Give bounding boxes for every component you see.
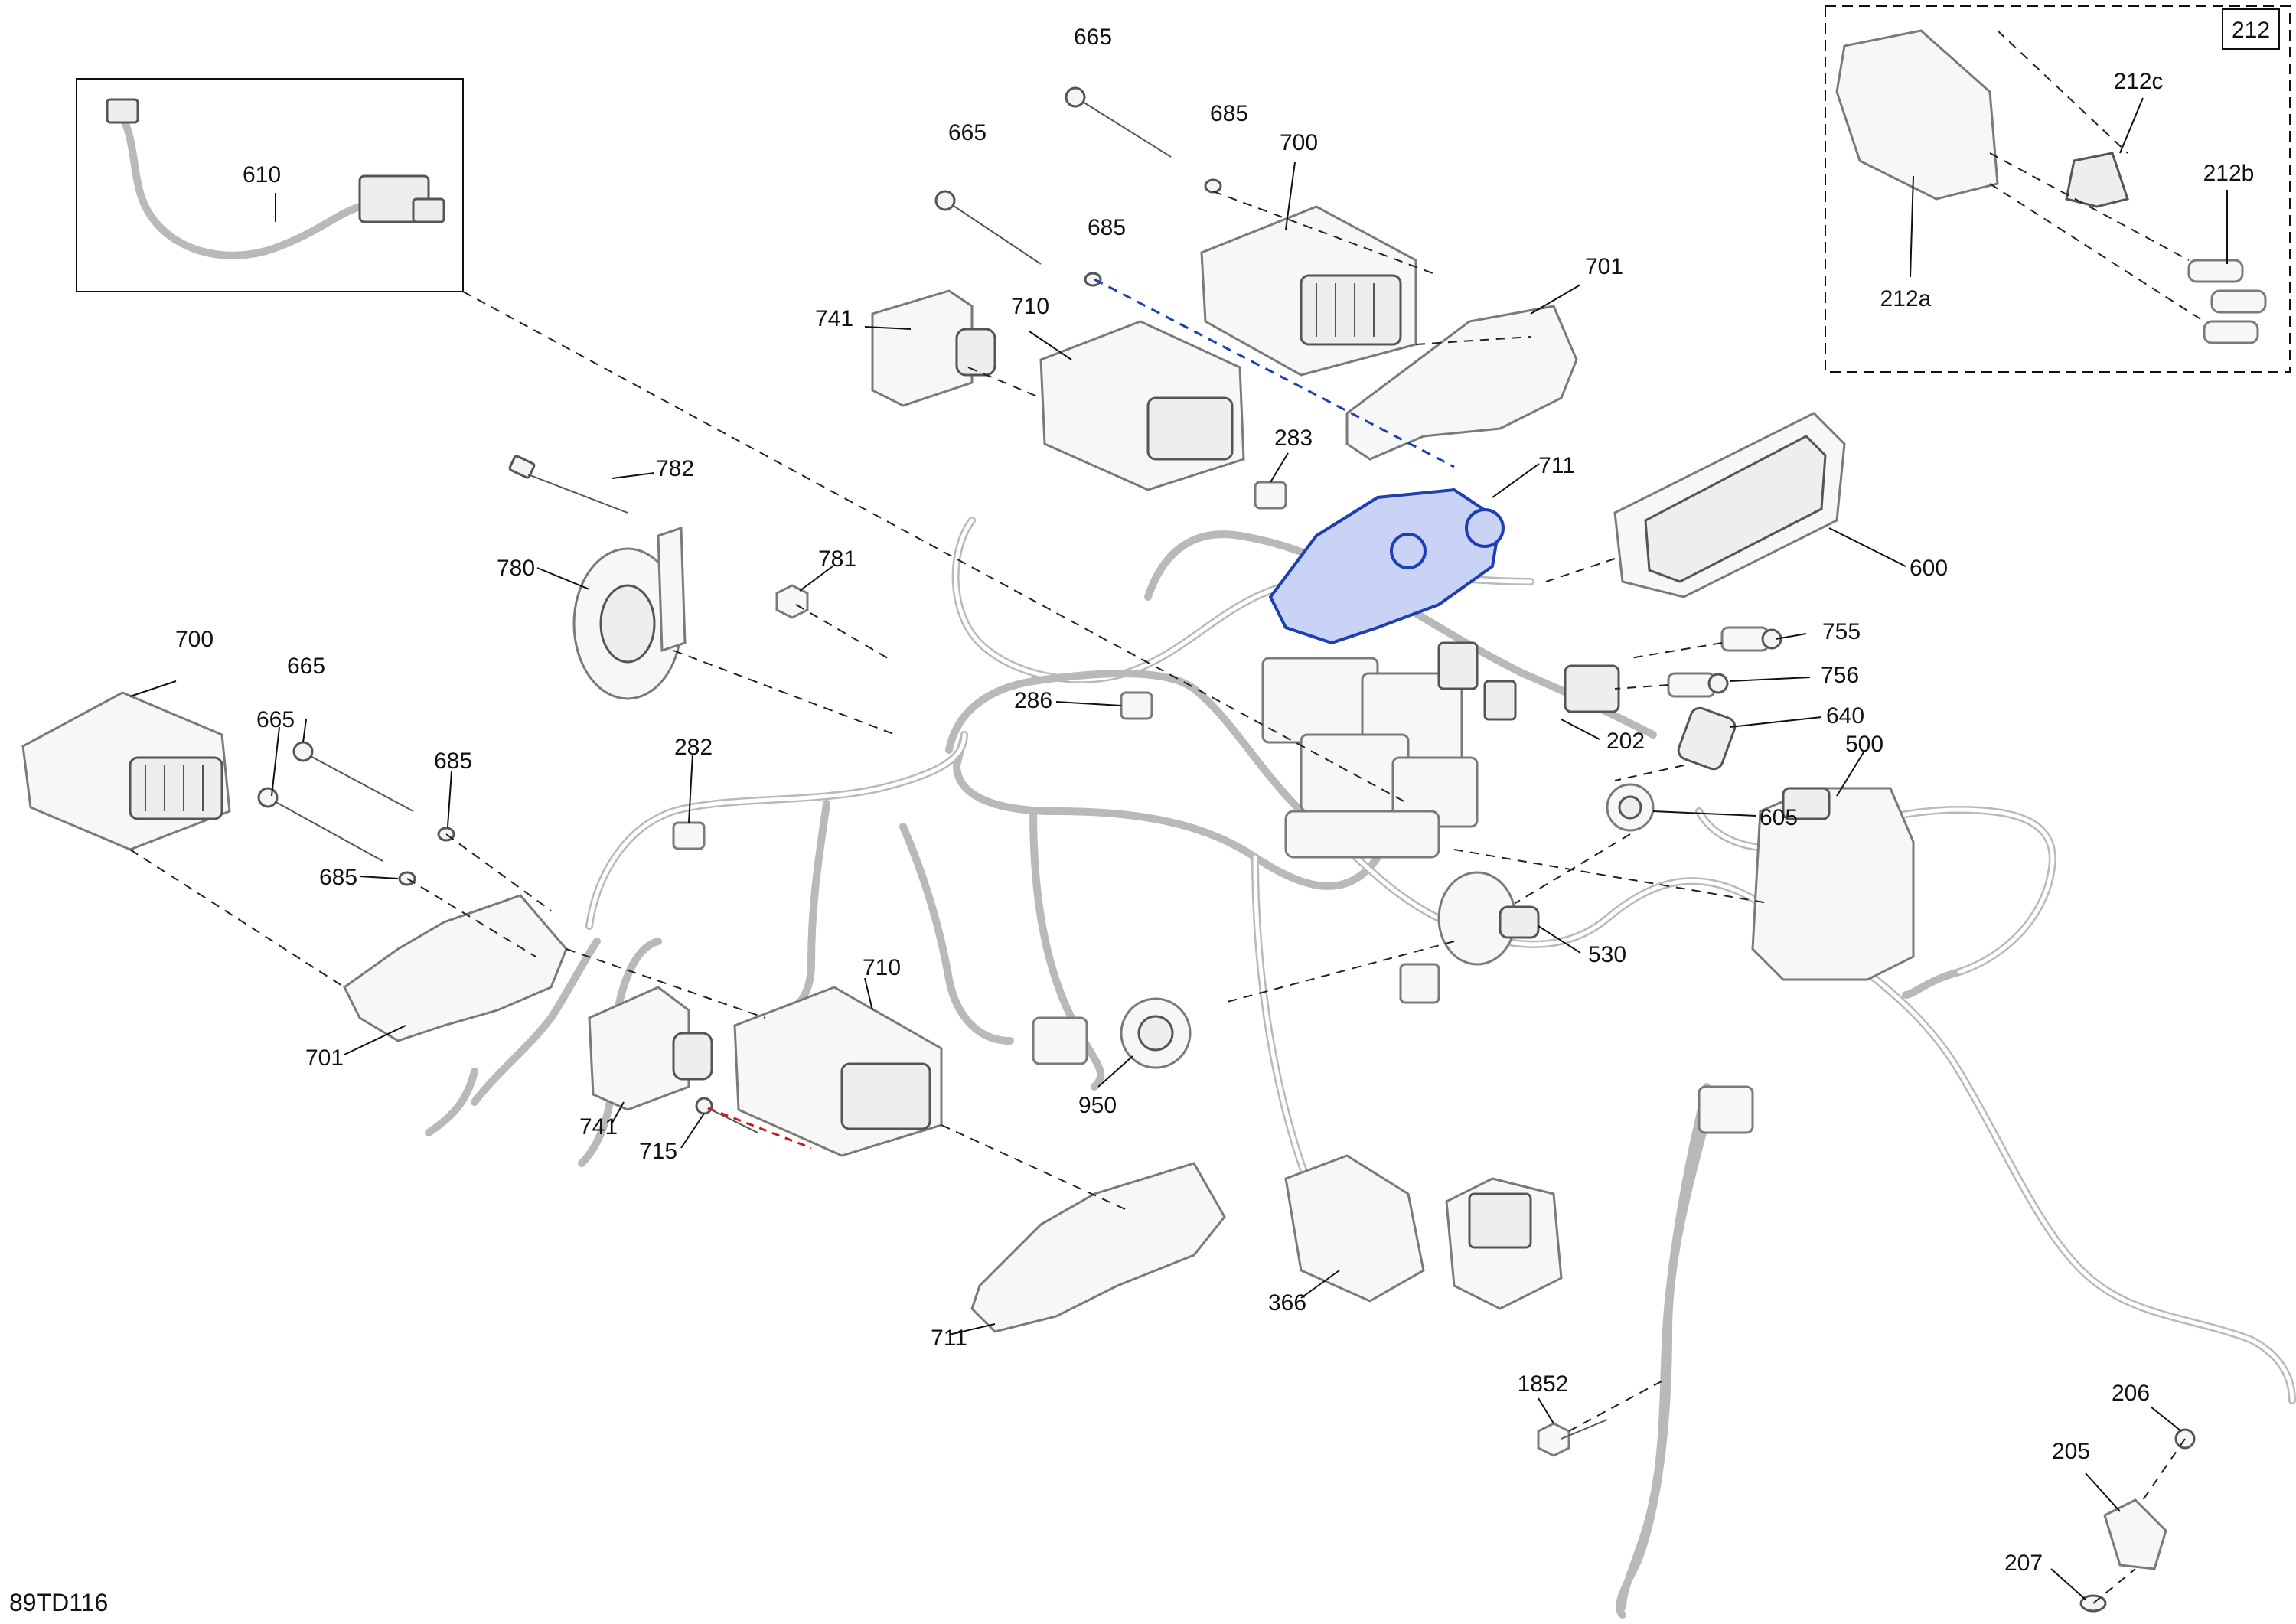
part-286-clip [1120,691,1153,720]
callout-685: 685 [1210,101,1248,126]
callout-710: 710 [1011,294,1049,319]
callout-700: 700 [175,627,214,652]
part-685-washers [398,178,1222,886]
part-665-bolts [257,86,1172,862]
callout-206: 206 [2112,1381,2150,1406]
callout-781: 781 [818,546,856,572]
part-755-fastener [1720,626,1782,652]
callout-685: 685 [319,865,357,890]
callout-700: 700 [1280,130,1318,155]
part-701-top-bracket [1345,305,1578,461]
callout-715: 715 [639,1139,677,1164]
part-500-module [1751,787,1915,981]
part-600-display [1613,412,1846,598]
callout-207: 207 [2004,1551,2043,1576]
callout-741: 741 [579,1114,618,1140]
callout-741: 741 [815,306,853,331]
part-1852-screw-and-cable [1537,1083,1754,1611]
callout-610: 610 [243,162,281,188]
reference-code: 89TD116 [9,1589,108,1616]
leader-lines [129,97,2228,1600]
part-701-left-bracket [343,894,568,1042]
callout-665: 665 [948,120,987,145]
callout-286: 286 [1014,688,1052,713]
part-700-left-module [21,691,231,851]
part-741-bottom-connector [588,986,713,1111]
part-950-switch [1032,997,1192,1069]
callout-685: 685 [434,748,472,774]
callout-665: 665 [256,707,295,732]
part-711-bottom-bracket [970,1162,1226,1333]
pin-set-212b [2187,259,2267,344]
callout-755: 755 [1822,619,1861,644]
inset-label-212: 212 [2232,18,2270,43]
part-710-top-module [1039,320,1245,491]
callout-212a: 212a [1880,286,1932,311]
callout-282: 282 [674,735,713,760]
part-710-bottom-module [733,986,943,1157]
callout-710: 710 [863,955,901,980]
callout-701: 701 [305,1045,344,1071]
part-530-sensor [1399,871,1540,1004]
callout-366: 366 [1268,1290,1306,1316]
callout-205: 205 [2052,1439,2090,1464]
part-640-connector [1677,706,1737,771]
callout-283: 283 [1274,426,1313,451]
callout-665: 665 [1074,24,1112,50]
part-711-highlighted-bracket [1268,488,1505,645]
callout-202: 202 [1606,729,1645,754]
part-212-connector-kit [1835,29,2267,344]
callout-500: 500 [1845,732,1883,757]
callout-711: 711 [1538,453,1575,478]
callout-950: 950 [1078,1093,1117,1118]
callout-212b: 212b [2203,161,2255,186]
part-781-nut [775,584,809,619]
callout-605: 605 [1760,805,1798,830]
part-605-grommet [1606,783,1655,832]
callout-711: 711 [931,1326,967,1351]
callout-600: 600 [1910,556,1948,581]
inset-frame-212 [1825,5,2291,373]
callout-780: 780 [497,556,535,581]
callout-701: 701 [1585,254,1623,279]
part-283-clip [1254,481,1287,510]
part-715-screw [695,1097,758,1133]
callout-640: 640 [1826,703,1864,729]
callout-756: 756 [1821,663,1859,688]
part-780-horn [572,526,687,700]
callout-782: 782 [656,456,694,481]
inset-label-box [2222,8,2280,50]
part-202-harness-connector [1564,664,1620,713]
callout-530: 530 [1588,942,1626,967]
part-366-connector [1284,1154,1563,1310]
part-782-bolt [508,455,628,514]
callout-labels: 665 685 700 665 685 701 741 710 610 212c… [175,24,2254,1576]
callout-665: 665 [287,654,325,679]
part-756-fastener [1667,672,1729,698]
assembly-lines [129,30,2205,1604]
harness-junction [1261,641,1517,859]
callout-685: 685 [1088,215,1126,240]
part-205-clip [2103,1498,2167,1570]
part-610-sensor-wire [106,98,445,259]
callout-1852: 1852 [1518,1371,1569,1397]
part-741-top-connector [871,289,996,407]
part-700-top-module [1200,205,1417,377]
inset-frame-610 [76,78,464,292]
callout-212c: 212c [2113,69,2163,94]
part-282-clip [672,821,706,850]
